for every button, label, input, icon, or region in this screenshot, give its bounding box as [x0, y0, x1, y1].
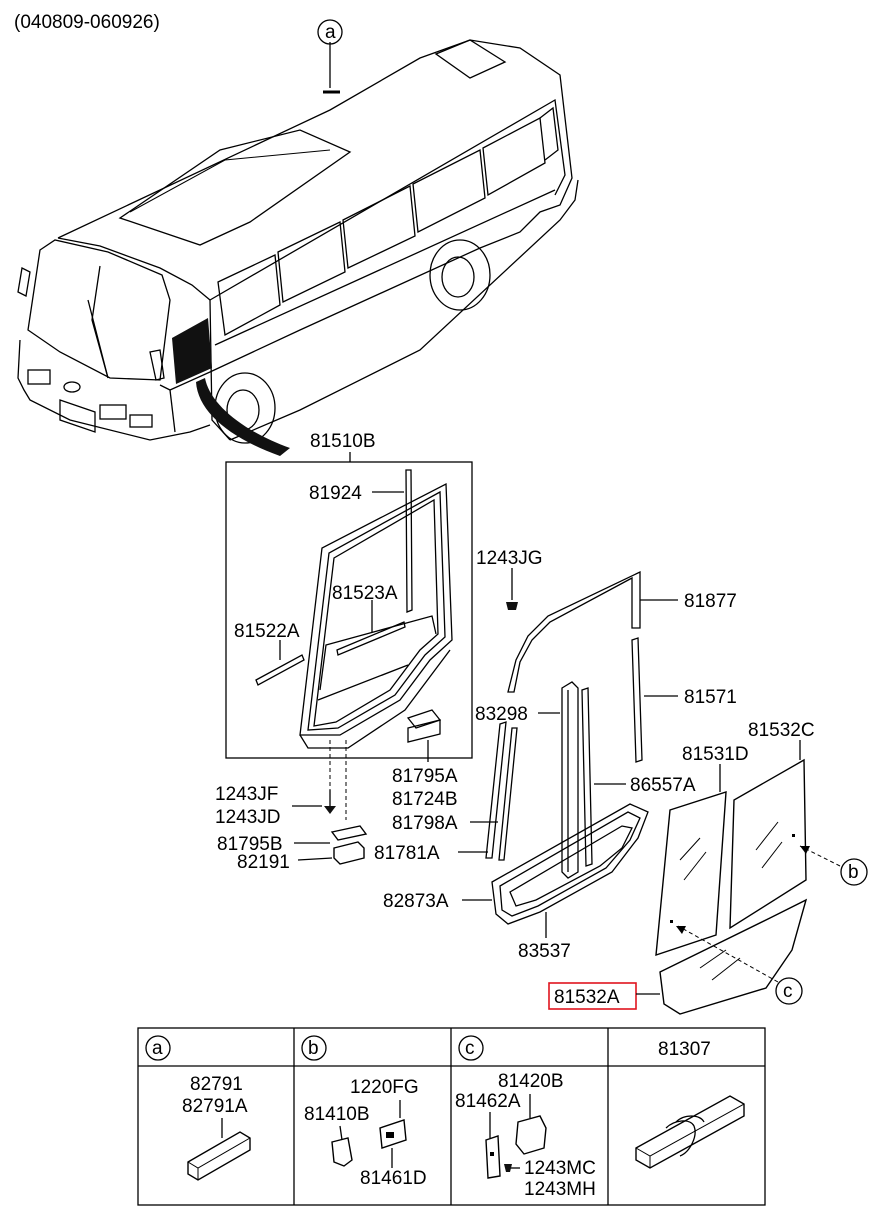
- label-81532A-highlight: [548, 982, 637, 1010]
- callout-c-label: c: [783, 981, 793, 1002]
- label-83298: 83298: [475, 704, 528, 725]
- legend-a-82791: 82791: [190, 1074, 243, 1095]
- label-1243JG: 1243JG: [476, 548, 543, 569]
- legend-b-81410B: 81410B: [304, 1104, 370, 1125]
- label-81877: 81877: [684, 591, 737, 612]
- label-82191: 82191: [237, 852, 290, 873]
- legend-header-a: a: [152, 1038, 163, 1059]
- label-83537: 83537: [518, 941, 571, 962]
- label-1243JD: 1243JD: [215, 807, 281, 828]
- legend-c-1243MH: 1243MH: [524, 1179, 596, 1200]
- label-81523A: 81523A: [332, 583, 398, 604]
- label-81724B: 81724B: [392, 789, 458, 810]
- diagram-code: (040809-060926): [14, 12, 160, 33]
- legend-b-81461D: 81461D: [360, 1168, 427, 1189]
- legend-c-1243MC: 1243MC: [524, 1158, 596, 1179]
- label-81532A: 81532A: [554, 987, 620, 1008]
- legend-c-81462A: 81462A: [455, 1091, 521, 1112]
- legend-a-82791A: 82791A: [182, 1096, 248, 1117]
- callout-b-circle: [840, 858, 868, 886]
- door-frame-drawing: [255, 469, 453, 820]
- callout-a-label: a: [325, 22, 336, 43]
- legend-header-b: b: [308, 1038, 319, 1059]
- label-81522A: 81522A: [234, 621, 300, 642]
- label-82873A: 82873A: [383, 891, 449, 912]
- bus-illustration: [17, 39, 579, 456]
- label-81532C: 81532C: [748, 720, 815, 741]
- callout-b-label: b: [848, 862, 859, 883]
- legend-table: [137, 1027, 766, 1206]
- callout-a-circle: [317, 19, 343, 45]
- label-1243JF: 1243JF: [215, 784, 278, 805]
- label-81510B: 81510B: [310, 431, 376, 452]
- label-86557A: 86557A: [630, 775, 696, 796]
- legend-header-81307: 81307: [658, 1039, 711, 1060]
- legend-b-1220FG: 1220FG: [350, 1077, 419, 1098]
- label-81795B: 81795B: [217, 834, 283, 855]
- glass-panes: [655, 758, 808, 1015]
- label-81798A: 81798A: [392, 813, 458, 834]
- legend-header-c: c: [465, 1038, 475, 1059]
- label-81795A: 81795A: [392, 766, 458, 787]
- legend-c-81420B: 81420B: [498, 1071, 564, 1092]
- label-81924: 81924: [309, 483, 362, 504]
- label-81531D: 81531D: [682, 744, 749, 765]
- callout-c-circle: [775, 977, 803, 1005]
- label-81571: 81571: [684, 687, 737, 708]
- label-81781A: 81781A: [374, 843, 440, 864]
- door-assembly-box: [225, 461, 473, 759]
